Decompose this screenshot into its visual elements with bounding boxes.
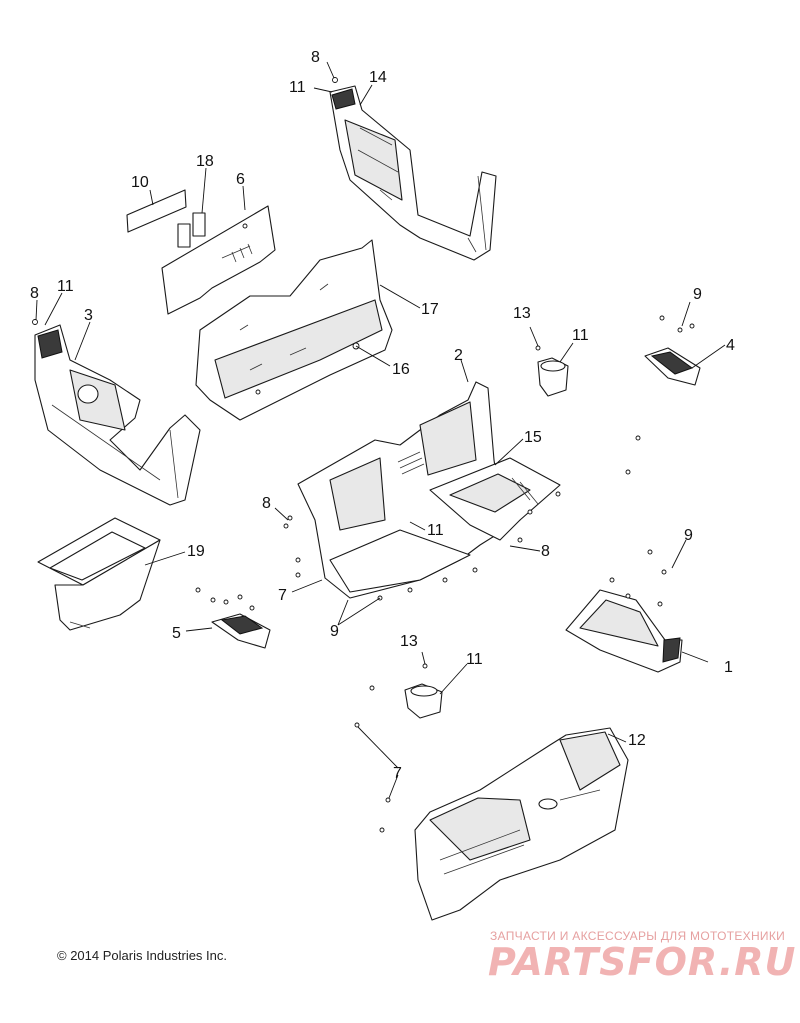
part-15-floor-tray (429, 457, 561, 541)
callout-4: 4 (726, 337, 735, 354)
watermark-logo: PARTSFOR.RU (488, 940, 797, 984)
part-5-bracket (211, 613, 271, 649)
callout-2: 2 (454, 347, 463, 364)
callout-18: 18 (196, 153, 214, 170)
part-6-panel (161, 205, 276, 315)
callout-9: 9 (684, 527, 693, 544)
part-18-decals (177, 212, 206, 248)
callout-3: 3 (84, 307, 93, 324)
callout-labels: 8 11 14 10 18 6 8 11 3 17 16 13 11 9 4 2… (30, 49, 735, 782)
part-4-bracket (644, 347, 701, 386)
copyright-text: © 2014 Polaris Industries Inc. (57, 948, 227, 963)
part-10-decal (126, 189, 187, 233)
callout-16: 16 (392, 361, 410, 378)
fastener-hardware (32, 77, 695, 833)
callout-9: 9 (693, 286, 702, 303)
callout-11: 11 (57, 278, 74, 295)
callout-8: 8 (541, 543, 550, 560)
callout-15: 15 (524, 429, 542, 446)
part-3-side-frame (34, 324, 201, 506)
part-14-upper-frame (329, 85, 497, 261)
callout-11: 11 (427, 522, 444, 539)
callout-19: 19 (187, 543, 205, 560)
part-1-step-panel (565, 589, 683, 673)
callout-12: 12 (628, 732, 646, 749)
callout-1: 1 (724, 659, 733, 676)
callout-13: 13 (400, 633, 418, 650)
part-2-floor-tub (297, 381, 521, 599)
callout-5: 5 (172, 625, 181, 642)
callout-7: 7 (278, 587, 287, 604)
callout-10: 10 (131, 174, 149, 191)
callout-11: 11 (466, 651, 483, 668)
part-11-cup-holder-upper (537, 357, 569, 397)
callout-14: 14 (369, 69, 387, 86)
callout-8: 8 (30, 285, 39, 302)
watermark-tagline: ЗАПЧАСТИ И АКСЕССУАРЫ ДЛЯ МОТОТЕХНИКИ (490, 929, 786, 943)
callout-6: 6 (236, 171, 245, 188)
part-17-rear-panel (195, 239, 393, 421)
callout-11: 11 (289, 79, 306, 96)
part-12-lower-wall (414, 727, 629, 921)
callout-7: 7 (393, 765, 402, 782)
callout-9: 9 (330, 623, 339, 640)
callout-17: 17 (421, 301, 439, 318)
leader-lines (35, 61, 726, 799)
callout-13: 13 (513, 305, 531, 322)
part-19-storage-bin (37, 517, 161, 631)
callout-8: 8 (311, 49, 320, 66)
callout-8: 8 (262, 495, 271, 512)
callout-11: 11 (572, 327, 589, 344)
part-11-cup-holder-lower (404, 683, 443, 719)
